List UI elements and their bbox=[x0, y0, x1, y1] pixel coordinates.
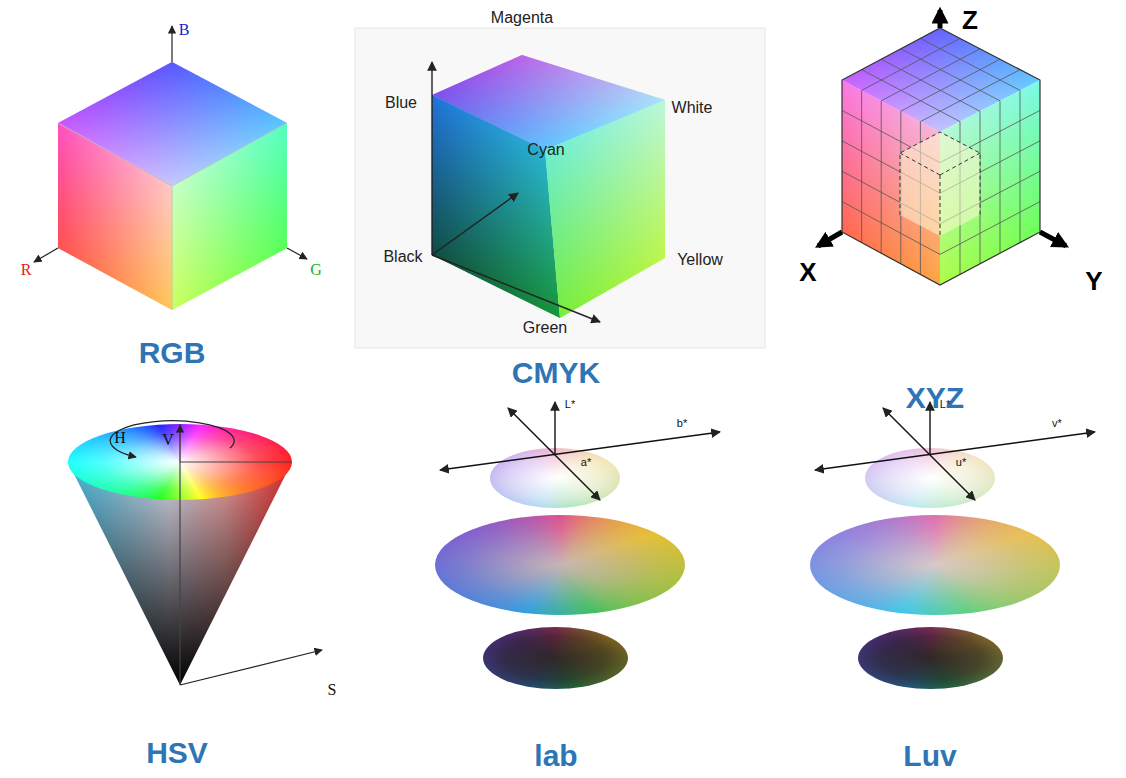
cmyk-axes bbox=[432, 62, 600, 322]
cmyk-cube-right bbox=[545, 100, 665, 318]
axis-label: S bbox=[328, 681, 337, 699]
axis-label: Z bbox=[962, 6, 978, 35]
axis-label: V bbox=[162, 431, 174, 449]
axis-label: b* bbox=[677, 417, 687, 429]
hsv-cone bbox=[68, 462, 292, 685]
corner-label: Green bbox=[523, 319, 567, 337]
rgb-cube-right bbox=[172, 123, 287, 310]
axis-label: G bbox=[310, 261, 322, 279]
grid-line bbox=[920, 38, 1020, 90]
luv-axes bbox=[815, 402, 1095, 500]
luv-middle bbox=[810, 515, 1060, 615]
xyz-axes bbox=[818, 10, 1066, 246]
grid-line bbox=[862, 70, 960, 122]
grid-line bbox=[862, 38, 960, 90]
hsv-axes bbox=[110, 421, 322, 685]
luv-top bbox=[865, 448, 995, 508]
corner-label: White bbox=[672, 99, 713, 117]
corner-label: Black bbox=[383, 248, 422, 266]
caption: HSV bbox=[146, 736, 208, 769]
rgb-cube-edge bbox=[172, 186, 173, 310]
cmyk-cube-right bbox=[545, 100, 665, 318]
axis-label: v* bbox=[1052, 417, 1062, 429]
grid-line bbox=[861, 90, 862, 242]
grid-line bbox=[1020, 90, 1021, 242]
caption: Luv bbox=[903, 739, 956, 772]
lab-top bbox=[490, 448, 620, 508]
rgb-cube-edge bbox=[172, 123, 287, 186]
axis-label: a* bbox=[581, 456, 591, 468]
rgb-cube-right bbox=[172, 123, 287, 310]
axis-label: H bbox=[114, 429, 126, 447]
lab-bottom bbox=[483, 627, 628, 689]
caption: XYZ bbox=[906, 381, 964, 414]
corner-label: Magenta bbox=[491, 9, 553, 27]
axis-label: u* bbox=[956, 456, 966, 468]
axis-label: X bbox=[799, 258, 816, 287]
axis-label: L* bbox=[940, 398, 950, 410]
axis-label: L* bbox=[565, 398, 575, 410]
xyz-cutaway-edge bbox=[900, 153, 940, 175]
lab-middle bbox=[435, 515, 685, 615]
lab-axes bbox=[440, 402, 720, 500]
xyz-outline bbox=[842, 28, 1040, 285]
corner-label: Yellow bbox=[677, 251, 723, 269]
cmyk-frame bbox=[355, 28, 765, 348]
grid-line bbox=[881, 101, 882, 253]
xyz-cutaway-edge bbox=[940, 153, 980, 175]
grid-line bbox=[920, 70, 1020, 122]
grid-line bbox=[1000, 101, 1001, 253]
caption: CMYK bbox=[512, 356, 600, 389]
luv-bottom bbox=[858, 627, 1003, 689]
grid-line bbox=[901, 59, 1000, 111]
grid-line bbox=[881, 49, 980, 101]
xyz-cutaway-edge bbox=[900, 132, 980, 215]
rgb-cube-left bbox=[58, 123, 172, 310]
corner-label: Cyan bbox=[527, 141, 564, 159]
xyz-cutaway-edge bbox=[940, 175, 941, 236]
rgb-cube-left bbox=[58, 123, 172, 310]
hsv-cone-shade bbox=[68, 462, 292, 685]
axis-label: B bbox=[179, 21, 190, 39]
rgb-cube-edge bbox=[58, 123, 172, 186]
caption: lab bbox=[534, 739, 577, 772]
cmyk-cube-left bbox=[432, 95, 560, 318]
grid-line bbox=[881, 59, 980, 111]
grid-line bbox=[901, 49, 1000, 101]
rgb-axes bbox=[34, 26, 307, 262]
caption: RGB bbox=[139, 336, 206, 369]
xyz-cutaway bbox=[900, 132, 980, 236]
cmyk-cube-left bbox=[432, 95, 560, 318]
corner-label: Blue bbox=[385, 94, 417, 112]
axis-label: R bbox=[21, 261, 32, 279]
axis-label: Y bbox=[1085, 267, 1102, 296]
